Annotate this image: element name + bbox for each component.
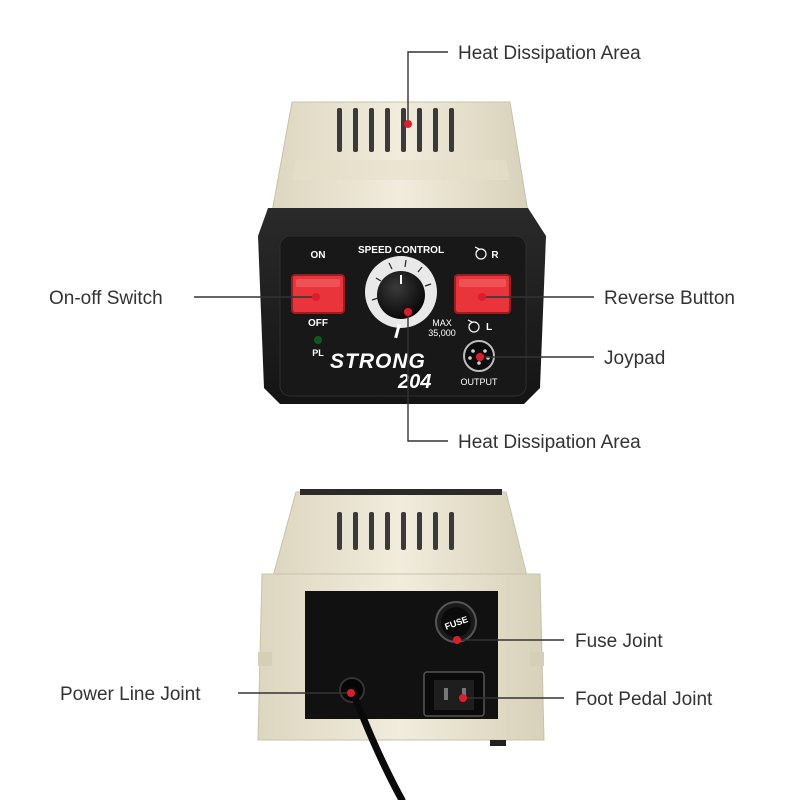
front-housing-ledge [292,160,510,180]
callout-on-off-label: On-off Switch [49,288,163,309]
callout-power-line-label: Power Line Joint [60,684,201,705]
front-housing-top [271,101,529,213]
callout-heat-bottom: Heat Dissipation Area [404,308,641,453]
max-label: MAX [432,318,452,328]
callout-foot-pedal: Foot Pedal Joint [459,689,713,710]
power-led [314,336,322,344]
callout-reverse: Reverse Button [478,288,735,309]
brand-logo: STRONG [330,350,426,373]
callout-fuse-label: Fuse Joint [575,631,663,652]
model-number: 204 [397,371,431,393]
off-label: OFF [308,318,328,329]
front-vent-slots [337,108,454,152]
callout-on-off: On-off Switch [49,288,320,309]
rotation-right-icon [474,246,487,260]
callout-power-line: Power Line Joint [60,684,355,705]
callout-heat-bottom-label: Heat Dissipation Area [458,432,641,453]
pl-label: PL [312,348,324,358]
output-label: OUTPUT [461,377,499,387]
callout-heat-top: Heat Dissipation Area [404,43,641,128]
rotation-left-icon [467,319,480,333]
back-device: FUSE [257,489,545,800]
front-device: SPEED CONTROL ON OFF MAX 35,000 R L [258,101,546,404]
back-housing-top [271,491,529,581]
max-speed-value: 35,000 [428,328,456,338]
back-vent-slots [337,512,454,550]
speed-knob-ticks [371,259,432,301]
power-cord [348,686,406,800]
callout-fuse: Fuse Joint [453,631,663,652]
speed-knob[interactable] [377,271,425,319]
callout-heat-top-label: Heat Dissipation Area [458,43,641,64]
callout-reverse-label: Reverse Button [604,288,735,309]
on-label: ON [311,250,326,261]
callout-joypad: Joypad [476,348,665,369]
callout-foot-pedal-label: Foot Pedal Joint [575,689,713,710]
l-label: L [486,322,492,333]
r-label: R [491,250,499,261]
speed-control-label: SPEED CONTROL [358,245,444,256]
callout-joypad-label: Joypad [604,348,665,369]
